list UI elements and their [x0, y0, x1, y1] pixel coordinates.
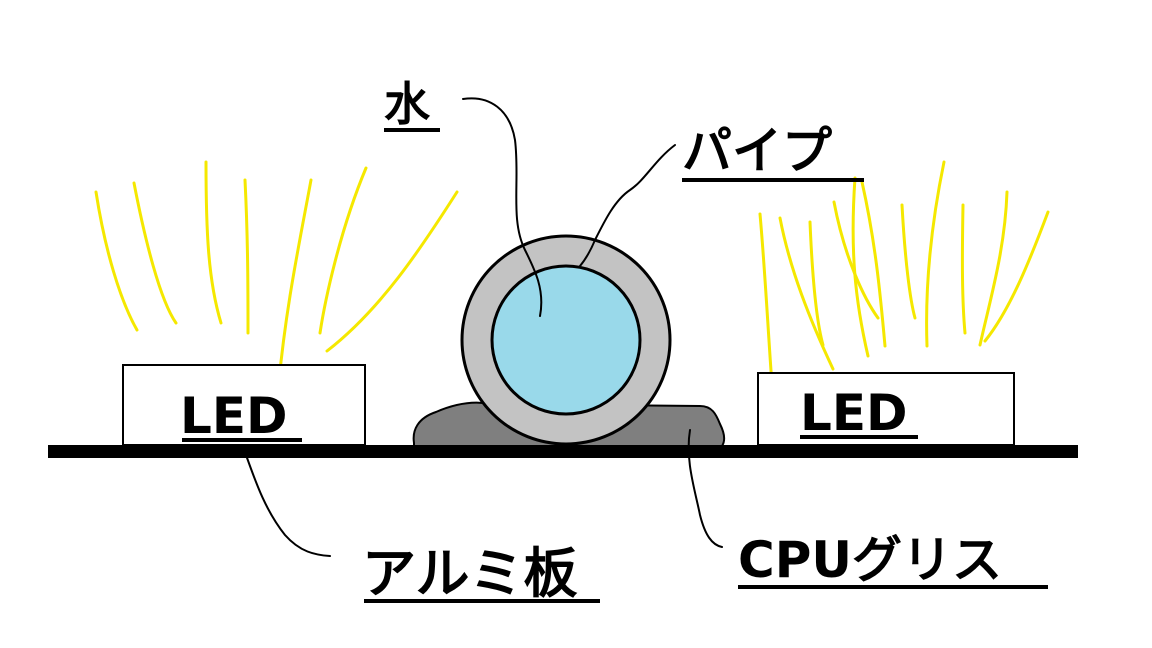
- label-aluminum-plate: アルミ板: [362, 542, 577, 605]
- label-water: 水: [384, 77, 431, 131]
- led-right-box: [757, 372, 1015, 446]
- leader-water: [462, 97, 543, 317]
- water-core: [490, 264, 642, 416]
- leader-cpu-grease: [687, 429, 723, 548]
- label-led-right: LED: [800, 384, 908, 442]
- led-left-box: [122, 364, 366, 446]
- leader-aluminum-plate: [245, 454, 331, 557]
- leader-pipe: [579, 144, 676, 267]
- label-pipe: パイプ: [682, 122, 832, 180]
- label-cpu-grease: CPUグリス: [738, 531, 1002, 589]
- label-led-left: LED: [180, 387, 288, 445]
- light-rays-left: [94, 160, 459, 394]
- aluminum-plate: [48, 445, 1078, 458]
- light-rays-right: [758, 160, 1050, 387]
